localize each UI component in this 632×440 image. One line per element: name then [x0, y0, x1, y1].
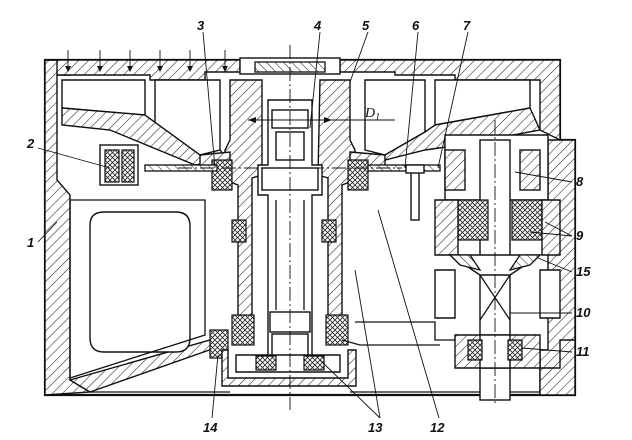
callout-14: 14 [203, 420, 218, 435]
callout-2: 2 [26, 136, 35, 151]
callout-5: 5 [362, 18, 370, 33]
callout-7: 7 [463, 18, 471, 33]
leader-lines [37, 31, 573, 419]
dimension-d1: D1 [248, 106, 395, 123]
callout-11: 11 [576, 344, 590, 359]
callout-12: 12 [430, 420, 445, 435]
callout-6: 6 [412, 18, 420, 33]
callout-13: 13 [368, 420, 383, 435]
left-coupling [99, 144, 139, 186]
callouts: 1 2 3 4 5 6 7 8 9 10 11 12 13 14 15 [26, 18, 591, 435]
callout-1: 1 [27, 235, 34, 250]
callout-4: 4 [313, 18, 322, 33]
callout-9: 9 [576, 228, 584, 243]
load-arrows [65, 50, 228, 72]
side-window [89, 211, 191, 353]
dimension-label: D1 [364, 106, 380, 123]
main-bearings [209, 159, 369, 359]
callout-3: 3 [197, 18, 205, 33]
callout-15: 15 [576, 264, 591, 279]
callout-8: 8 [576, 174, 584, 189]
adjust-pin [410, 169, 420, 221]
callout-10: 10 [576, 305, 591, 320]
housing-top-wall-left [45, 59, 241, 81]
